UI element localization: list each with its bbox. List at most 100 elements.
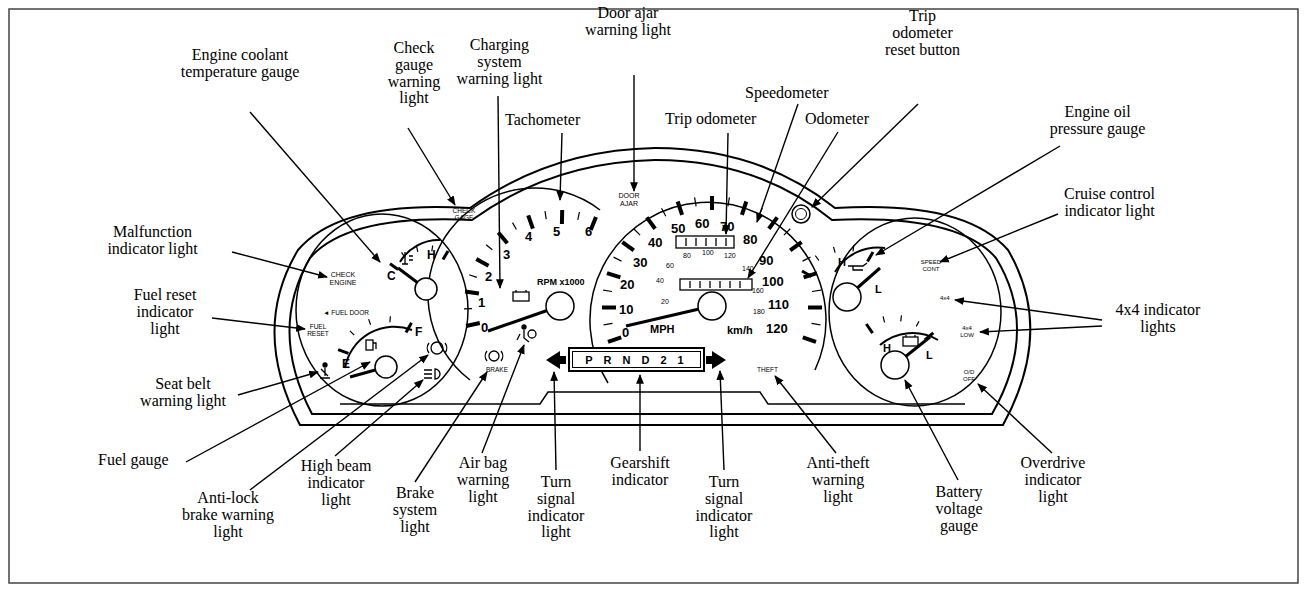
tick — [608, 337, 621, 342]
callout-label: Turn signal indicator light — [690, 474, 758, 541]
callout-label: Gearshift indicator — [598, 455, 682, 489]
callout-label: Door ajar warning light — [578, 5, 678, 39]
needle-hubs — [833, 283, 861, 311]
tick — [742, 202, 746, 215]
callout-label: Anti-theft warning light — [800, 455, 876, 505]
dial-marking: H — [838, 256, 846, 268]
dial-marking: 100 — [702, 249, 714, 257]
warning-icons — [513, 292, 529, 301]
callout-label: Engine oil pressure gauge — [1040, 104, 1155, 138]
leader-lines — [955, 300, 1102, 320]
dial-marking: 40 — [656, 277, 664, 285]
leader-lines — [186, 75, 1102, 490]
dial-marking: 20 — [620, 278, 634, 292]
leader-lines — [498, 96, 500, 288]
callout-label: Cruise control indicator light — [1052, 186, 1167, 220]
dial-marking: L — [875, 283, 882, 295]
tick — [784, 229, 790, 235]
tick — [607, 273, 620, 277]
warning-icons — [528, 330, 536, 338]
dial-marking: 160 — [752, 287, 764, 295]
tick — [528, 215, 533, 228]
dial-marking: 100 — [762, 275, 784, 289]
needle-hubs — [375, 278, 909, 379]
tick — [614, 257, 622, 261]
callout-label: Check gauge warning light — [378, 40, 450, 107]
dial-marking: CHECK GAGE — [450, 207, 478, 221]
tick — [728, 197, 730, 206]
cluster-housing — [274, 148, 1030, 425]
needle-hubs — [375, 356, 397, 378]
callout-label: High beam indicator light — [298, 458, 374, 508]
callout-label: Turn signal indicator light — [522, 474, 590, 541]
dial-marking: 90 — [759, 254, 773, 268]
tick — [560, 210, 564, 224]
tick — [417, 246, 418, 252]
tick — [803, 337, 816, 342]
gauge-needles — [350, 268, 930, 377]
dial-marking: C — [387, 270, 396, 283]
callout-label: 4x4 indicator lights — [1102, 302, 1214, 336]
leader-lines — [748, 132, 838, 278]
tick — [464, 308, 472, 309]
dial-marking: 10 — [619, 303, 633, 317]
dial-marking: 70 — [720, 220, 734, 234]
callout-label: Speedometer — [745, 85, 829, 102]
needle-hubs — [546, 292, 574, 320]
leader-lines — [905, 380, 958, 480]
gear-letters: P R N D 2 1 — [585, 354, 688, 366]
callout-label: Air bag warning light — [452, 455, 514, 505]
leader-lines — [639, 375, 640, 451]
tick — [812, 290, 821, 291]
dial-marking: 80 — [683, 252, 691, 260]
needle-hubs — [415, 278, 437, 300]
leader-lines — [775, 376, 836, 453]
warning-icons — [489, 351, 499, 361]
odometer-windows — [690, 281, 740, 288]
dial-marking: 60 — [695, 217, 709, 231]
tick — [578, 212, 580, 220]
tick — [790, 242, 801, 250]
tick — [545, 211, 546, 219]
leader-lines — [978, 384, 1052, 453]
dial-marking: 3 — [503, 248, 510, 262]
leader-lines — [726, 133, 728, 234]
dial-marking: ◄ FUEL DOOR — [323, 309, 369, 316]
leader-lines — [876, 146, 1060, 255]
needle-hubs — [698, 292, 726, 320]
reset-button — [792, 205, 810, 223]
tick — [647, 217, 655, 228]
dial-marking: 120 — [766, 322, 788, 336]
dial-marking: RPM x1000 — [537, 278, 585, 288]
cluster-housing — [829, 218, 1001, 406]
dial-marking: DOOR AJAR — [614, 192, 644, 207]
tick — [916, 321, 919, 326]
callout-label: Charging system warning light — [452, 37, 547, 87]
dial-marking: 40 — [648, 236, 662, 250]
dial-marking: THEFT — [757, 366, 778, 373]
warning-icons — [323, 363, 327, 367]
tick — [338, 350, 348, 354]
callout-label: Trip odometer reset button — [880, 8, 965, 58]
tick — [466, 323, 480, 326]
warning-icons — [435, 369, 440, 379]
turn-arrows — [546, 351, 566, 369]
dial-marking: 4 — [525, 230, 532, 244]
tick — [815, 256, 819, 261]
leader-lines — [554, 372, 556, 470]
tick — [812, 323, 821, 325]
tick — [603, 290, 612, 291]
dial-marking: 4x4 LOW — [956, 325, 978, 338]
dial-marking: 60 — [666, 262, 674, 270]
tick — [465, 292, 479, 294]
dial-marking: 5 — [553, 225, 560, 239]
dial-marking: O/D OFF — [958, 369, 980, 382]
dial-marking: 4x4 — [940, 295, 950, 302]
tick — [476, 259, 488, 266]
tick — [469, 275, 477, 278]
callout-label: Malfunction indicator light — [100, 224, 205, 258]
dial-marking: 140 — [742, 265, 754, 273]
dial-marking: H — [427, 249, 436, 262]
warning-icons — [516, 290, 526, 292]
callout-label: Fuel reset indicator light — [125, 287, 205, 337]
